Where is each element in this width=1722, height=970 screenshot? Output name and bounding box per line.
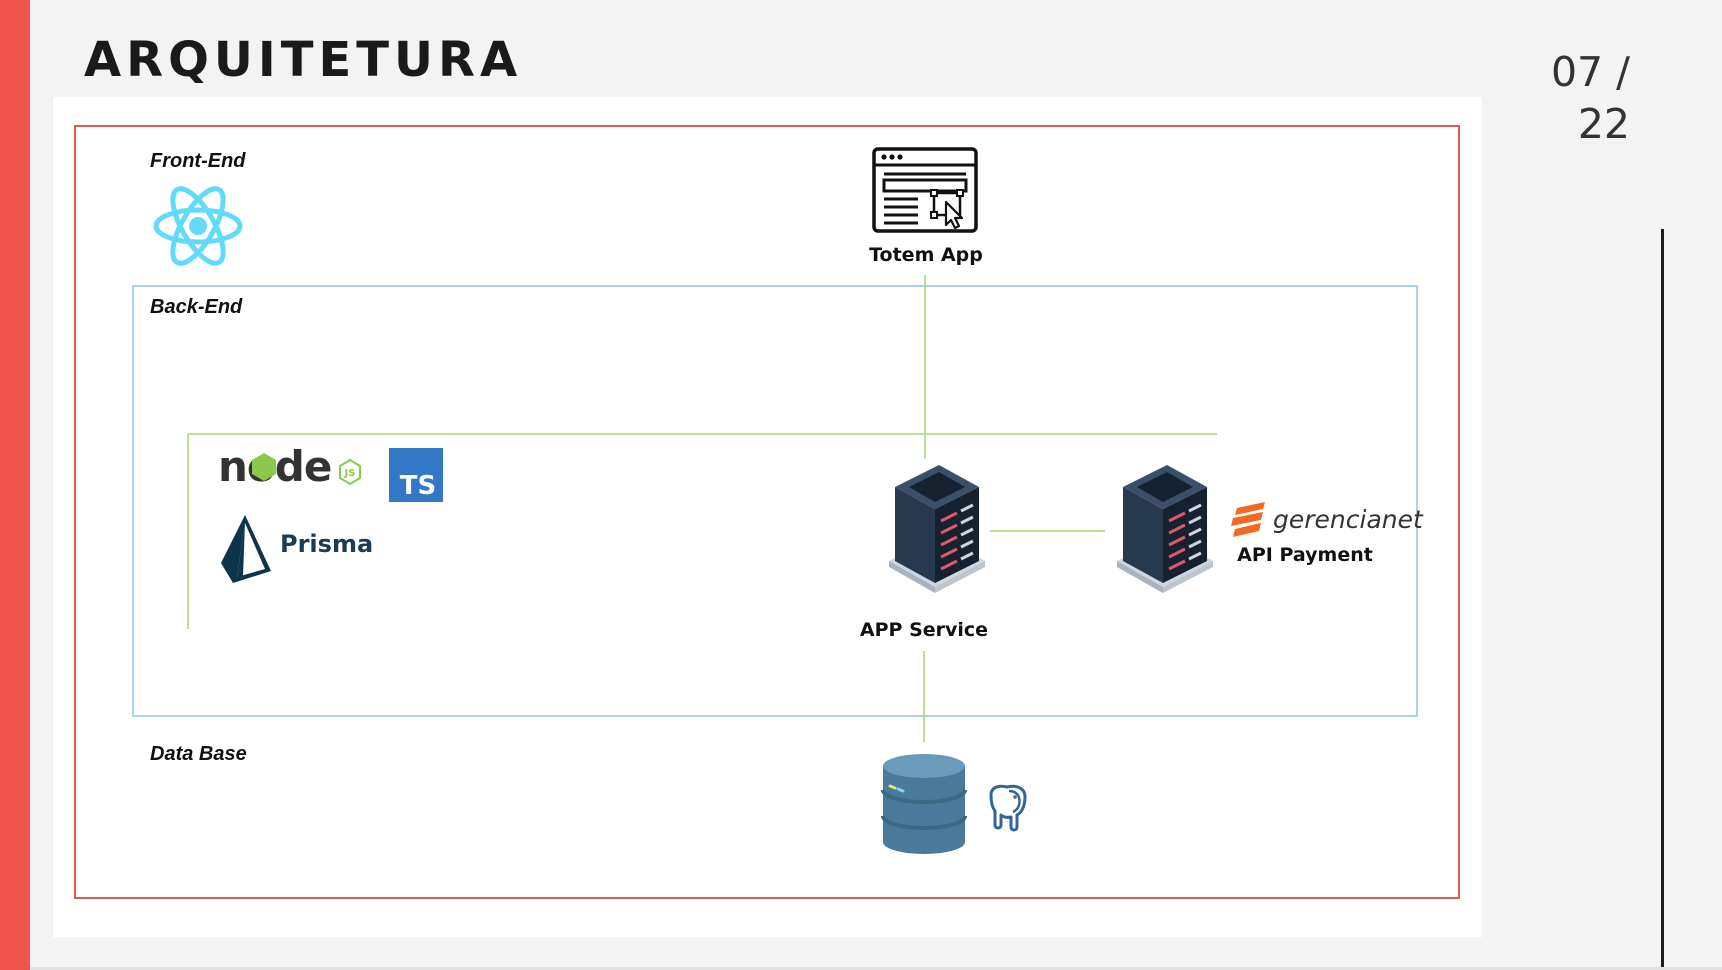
backend-label: Back-End [150,296,243,318]
frontend-label: Front-End [150,150,246,172]
backend-boundary [132,285,1418,717]
svg-text:JS: JS [344,468,356,479]
database-label: Data Base [150,743,247,765]
system-boundary [74,125,1460,899]
page-counter: 07 / 22 [1550,48,1630,148]
database-icon [881,754,967,854]
react-icon [153,186,243,266]
postgresql-elephant-icon [989,784,1027,832]
vertical-divider [1661,229,1664,970]
typescript-logo: TS [389,448,443,502]
page-title: ARQUITETURA [84,32,523,88]
app-service-label: APP Service [860,619,988,641]
prisma-icon [221,515,271,583]
nodejs-logo: node JS [218,442,361,491]
diagram-canvas: Front-End Back-End Data Base [53,97,1482,937]
server-icon [1117,465,1213,593]
browser-click-icon [872,147,978,233]
gerencianet-logo: gerencianet [1231,502,1424,537]
architecture-diagram: Front-End Back-End Data Base [74,125,1460,899]
svg-text:TS: TS [400,471,436,501]
totem-app-label: Totem App [869,244,983,266]
accent-bar [0,0,30,970]
bottom-rule [30,967,1722,970]
server-icon [889,465,985,593]
connectors [187,275,1217,742]
api-payment-label: API Payment [1237,544,1373,566]
svg-text:gerencianet: gerencianet [1273,505,1424,534]
prisma-label: Prisma [280,530,373,558]
